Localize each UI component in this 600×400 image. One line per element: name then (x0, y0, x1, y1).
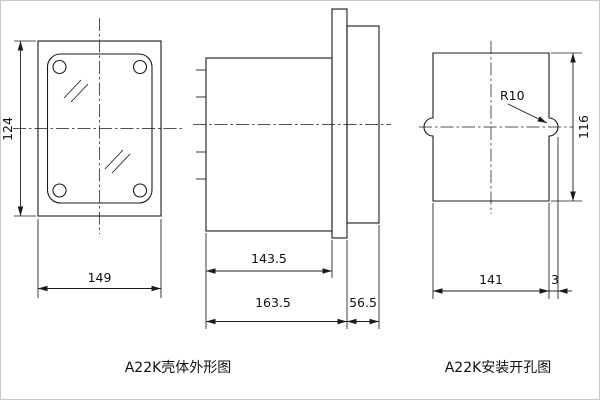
side-socket-depth-dimension: 56.5 (347, 225, 380, 329)
leader-line (507, 103, 548, 124)
radius-label-text: R10 (500, 88, 525, 103)
front-view: 124 149 (1, 18, 185, 298)
hatch-line (63, 79, 82, 99)
side-total-depth-dimension: 163.5 (206, 240, 348, 329)
glass-hatch-marks (63, 79, 131, 174)
front-height-dimension: 124 (1, 40, 36, 217)
corner-screw-hole-bottom-left (52, 183, 67, 198)
notch-dimension: 3 (549, 137, 572, 299)
hole-height-dim-text: 116 (576, 115, 591, 139)
side-socket-depth-text: 56.5 (349, 295, 377, 310)
front-width-dimension: 149 (37, 219, 162, 298)
side-body-depth-text: 143.5 (251, 251, 287, 266)
hatch-line (70, 83, 89, 103)
front-width-dim-text: 149 (88, 270, 112, 285)
side-body-depth-dimension: 143.5 (205, 233, 333, 329)
corner-screw-hole-top-left (52, 59, 67, 75)
hole-width-dimension: 141 (432, 203, 550, 299)
terminal-socket-outline (346, 25, 380, 224)
case-body-outline (205, 57, 333, 232)
radius-callout: R10 (500, 88, 548, 124)
caption-case-outline: A22K壳体外形图 (125, 359, 232, 376)
mounting-view: R10 116 141 3 (419, 41, 591, 299)
mounting-flange-outline (331, 8, 348, 239)
notch-dim-text: 3 (551, 272, 559, 287)
front-height-dim-text: 124 (1, 117, 15, 141)
mounting-cutout-outline (423, 52, 559, 202)
hole-width-dim-text: 141 (479, 272, 503, 287)
side-total-depth-text: 163.5 (255, 295, 291, 310)
front-outer-outline (37, 40, 162, 217)
hole-height-dimension: 116 (551, 52, 591, 202)
corner-screw-hole-bottom-right (132, 183, 148, 198)
hatch-line (111, 153, 131, 174)
side-view: 143.5 163.5 56.5 (193, 8, 391, 329)
hatch-line (104, 149, 124, 170)
terminal-pins (196, 69, 206, 180)
front-cover-outline (46, 53, 153, 204)
caption-mounting-hole: A22K安装开孔图 (445, 360, 552, 376)
corner-screw-hole-top-right (132, 59, 148, 75)
